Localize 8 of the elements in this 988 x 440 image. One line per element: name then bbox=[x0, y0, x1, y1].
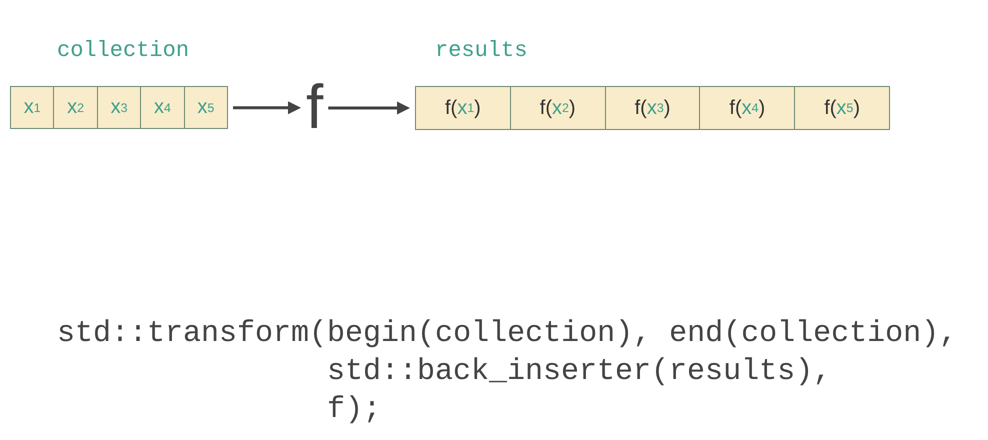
code-line: f); bbox=[327, 392, 382, 429]
function-name: f bbox=[306, 77, 324, 139]
array-label: results bbox=[435, 38, 528, 64]
arrow bbox=[328, 102, 410, 114]
array-label: collection bbox=[57, 38, 190, 64]
code-line: std::back_inserter(results), bbox=[327, 354, 832, 391]
arrow bbox=[233, 101, 301, 114]
code-line: std::transform(begin(collection), end(collection), bbox=[57, 316, 958, 353]
